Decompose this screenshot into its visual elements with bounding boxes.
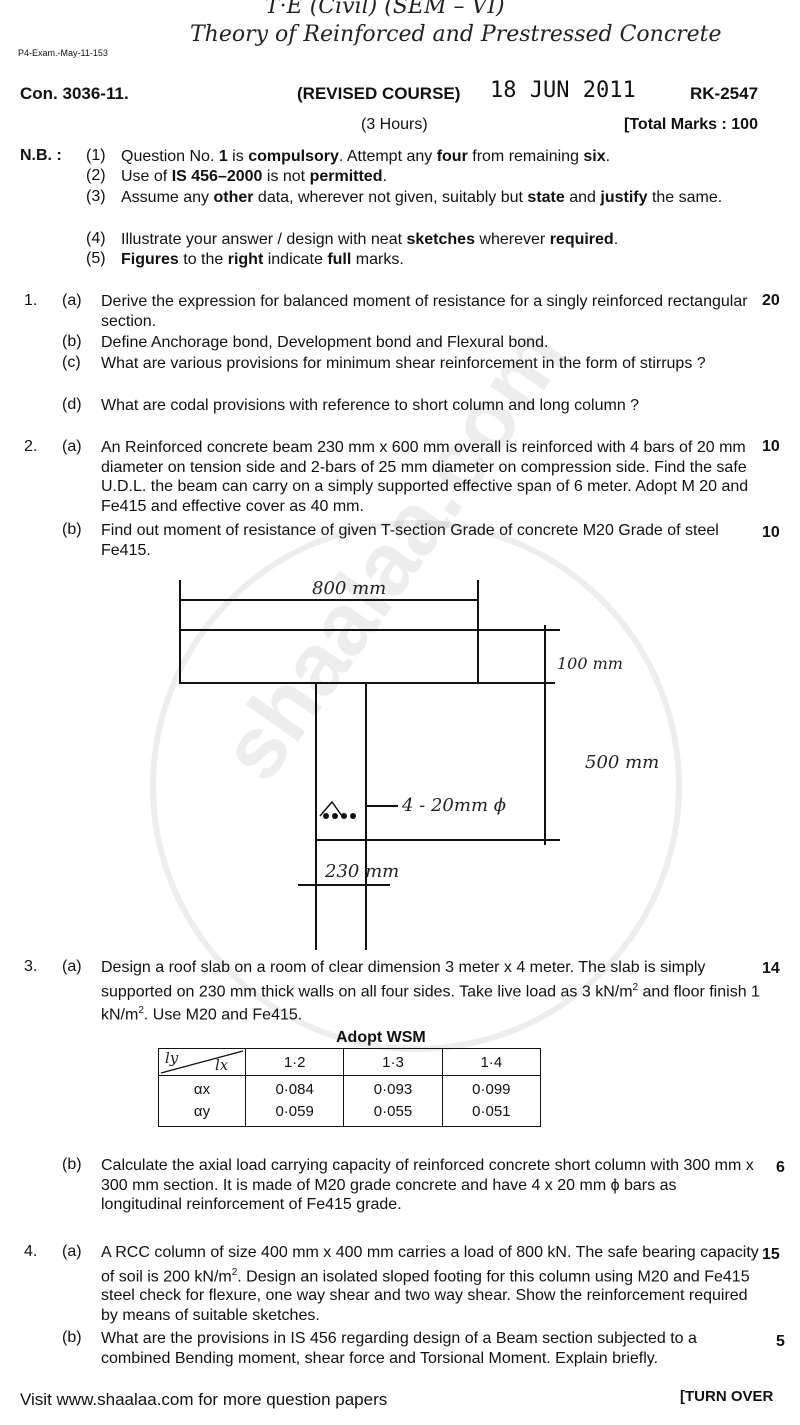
- corner-diagonal: [160, 1050, 244, 1074]
- table-header: 1·3: [343, 1048, 443, 1076]
- question-text: Find out moment of resistance of given T…: [101, 522, 719, 559]
- subquestion-label: (a): [62, 292, 82, 309]
- subquestion-label: (b): [62, 521, 82, 538]
- table-row: ly lx 1·2 1·3 1·4: [158, 1048, 542, 1076]
- table-corner-cell: ly lx: [158, 1048, 246, 1076]
- question-number: 3.: [24, 958, 38, 975]
- nb-item: Illustrate your answer / design with nea…: [121, 231, 619, 248]
- marks: 5: [776, 1333, 785, 1350]
- dim-overall-depth: 500 mm: [585, 752, 660, 773]
- question-text: An Reinforced concrete beam 230 mm x 600…: [101, 439, 749, 515]
- t-section-outline: [180, 629, 479, 940]
- subquestion-label: (b): [62, 1329, 82, 1346]
- table-header: 1·4: [441, 1048, 542, 1076]
- turn-over-label: [TURN OVER: [680, 1388, 774, 1405]
- t-section-figure: [179, 580, 560, 950]
- nb-item-number: (5): [86, 250, 106, 267]
- subquestion-label: (b): [62, 333, 82, 350]
- nb-item-number: (3): [86, 188, 106, 205]
- corner-ly-label: ly: [165, 1049, 179, 1067]
- nb-item-number: (4): [86, 230, 106, 247]
- exam-reference: P4-Exam.-May-11-153: [18, 48, 108, 58]
- question-text: A RCC column of size 400 mm x 400 mm car…: [101, 1244, 759, 1324]
- marks: 10: [762, 438, 780, 455]
- dim-flange-width: 800 mm: [312, 578, 387, 599]
- exam-date-stamp: 18 JUN 2011: [490, 78, 636, 103]
- dim-flange-depth: 100 mm: [557, 654, 623, 673]
- corner-lx-label: lx: [215, 1056, 229, 1074]
- table-title: Adopt WSM: [336, 1029, 426, 1046]
- exam-duration: (3 Hours): [361, 116, 428, 133]
- question-text: Design a roof slab on a room of clear di…: [101, 959, 760, 1024]
- marks: 6: [776, 1159, 785, 1176]
- handwritten-course-title: T·E (Civil) (SEM – VI): [265, 0, 505, 19]
- question-text: What are various provisions for minimum …: [101, 355, 706, 372]
- paper-code: RK-2547: [690, 84, 759, 103]
- subquestion-label: (d): [62, 396, 82, 413]
- footer-link-text: Visit www.shaalaa.com for more question …: [20, 1390, 388, 1409]
- question-number: 4.: [24, 1243, 38, 1260]
- rebar-dot: [332, 813, 338, 819]
- bar-label: 4 - 20mm ϕ: [402, 795, 507, 816]
- subquestion-label: (c): [62, 354, 81, 371]
- subquestion-label: (a): [62, 438, 82, 455]
- rebar-dot: [323, 813, 329, 819]
- flange-bottom-outline: [179, 630, 316, 684]
- nb-item-number: (1): [86, 147, 106, 164]
- nb-item: Use of IS 456–2000 is not permitted.: [121, 168, 387, 185]
- question-text: Derive the expression for balanced momen…: [101, 293, 748, 330]
- course-label: (REVISED COURSE): [297, 84, 461, 103]
- nb-label: N.B. :: [20, 147, 62, 164]
- marks: 14: [762, 960, 780, 977]
- dim-web-width: 230 mm: [325, 861, 400, 882]
- con-number: Con. 3036-11.: [20, 84, 129, 103]
- marks: 15: [762, 1246, 780, 1263]
- table-header: 1·2: [244, 1048, 345, 1076]
- total-marks: [Total Marks : 100: [624, 116, 758, 133]
- nb-item: Assume any other data, wherever not give…: [121, 189, 723, 206]
- question-text: Define Anchorage bond, Development bond …: [101, 334, 549, 351]
- handwritten-subject-title: Theory of Reinforced and Prestressed Con…: [190, 22, 722, 47]
- rebar-dot: [350, 813, 356, 819]
- question-text: Calculate the axial load carrying capaci…: [101, 1157, 754, 1213]
- question-number: 1.: [24, 292, 38, 309]
- subquestion-label: (a): [62, 1243, 82, 1260]
- subquestion-label: (b): [62, 1156, 82, 1173]
- marks: 10: [762, 524, 780, 541]
- nb-item-number: (2): [86, 167, 106, 184]
- rebar-dot: [341, 813, 347, 819]
- marks: 20: [762, 292, 780, 309]
- question-text: What are the provisions in IS 456 regard…: [101, 1330, 697, 1367]
- question-number: 2.: [24, 438, 38, 455]
- nb-item: Question No. 1 is compulsory. Attempt an…: [121, 148, 611, 165]
- nb-item: Figures to the right indicate full marks…: [121, 251, 404, 268]
- subquestion-label: (a): [62, 958, 82, 975]
- question-text: What are codal provisions with reference…: [101, 397, 640, 414]
